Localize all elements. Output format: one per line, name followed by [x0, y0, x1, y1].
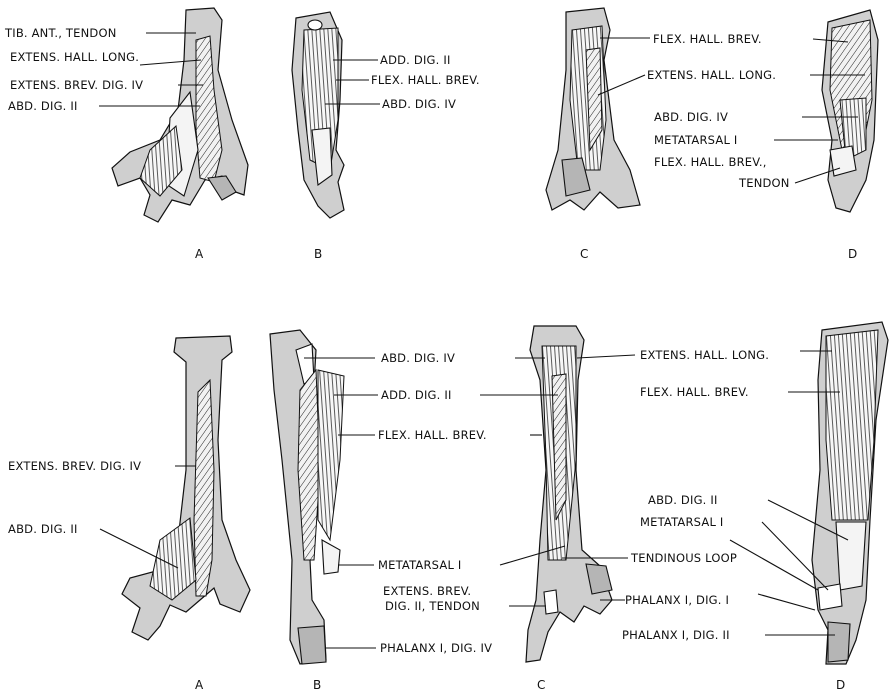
label-phalanx-i-dig-ii: PHALANX I, DIG. II [622, 628, 730, 642]
panel-label-top-a: A [195, 247, 204, 261]
label-extens-hall-long-c: EXTENS. HALL. LONG. [647, 68, 776, 82]
label-abd-dig-ii-bottom-d: ABD. DIG. II [648, 493, 718, 507]
label-add-dig-ii: ADD. DIG. II [380, 53, 451, 67]
label-add-dig-ii-bottom: ADD. DIG. II [381, 388, 452, 402]
bottom-b-foot-drawing [270, 330, 344, 664]
label-phalanx-i-dig-i: PHALANX I, DIG. I [625, 593, 729, 607]
label-extens-hall-long-bottom: EXTENS. HALL. LONG. [640, 348, 769, 362]
panel-label-bottom-c: C [537, 678, 545, 692]
label-metatarsal-i-bottom-d: METATARSAL I [640, 515, 724, 529]
label-abd-dig-iv-d: ABD. DIG. IV [654, 110, 728, 124]
label-extens-hall-long: EXTENS. HALL. LONG. [10, 50, 139, 64]
label-metatarsal-i-bottom: METATARSAL I [378, 558, 462, 572]
label-abd-dig-ii: ABD. DIG. II [8, 99, 78, 113]
panel-label-bottom-d: D [836, 678, 845, 692]
label-abd-dig-ii-bottom: ABD. DIG. II [8, 522, 78, 536]
label-flex-hall-brev-tendon-1: FLEX. HALL. BREV., [654, 155, 767, 169]
panel-label-top-b: B [314, 247, 322, 261]
label-tendinous-loop: TENDINOUS LOOP [630, 551, 737, 565]
label-flex-hall-brev-tendon-2: TENDON [738, 176, 790, 190]
top-b-foot-drawing [292, 12, 344, 218]
bottom-c-foot-drawing [526, 326, 612, 662]
label-extens-brev-2: DIG. II, TENDON [385, 599, 480, 613]
label-abd-dig-iv-bottom: ABD. DIG. IV [381, 351, 455, 365]
label-extens-brev-dig-iv-bottom: EXTENS. BREV. DIG. IV [8, 459, 141, 473]
top-a-foot-drawing [112, 8, 248, 222]
bottom-a-foot-drawing [122, 336, 250, 640]
label-flex-hall-brev-c: FLEX. HALL. BREV. [653, 32, 762, 46]
panel-label-top-c: C [580, 247, 588, 261]
label-flex-hall-brev: FLEX. HALL. BREV. [371, 73, 480, 87]
label-flex-hall-brev-bottom-d: FLEX. HALL. BREV. [640, 385, 749, 399]
label-extens-brev-1: EXTENS. BREV. [383, 584, 471, 598]
label-abd-dig-iv: ABD. DIG. IV [382, 97, 456, 111]
panel-label-top-d: D [848, 247, 857, 261]
bottom-d-foot-drawing [812, 322, 888, 664]
label-extens-brev-dig-iv: EXTENS. BREV. DIG. IV [10, 78, 143, 92]
panel-label-bottom-b: B [313, 678, 321, 692]
label-flex-hall-brev-bottom: FLEX. HALL. BREV. [378, 428, 487, 442]
label-tib-ant-tendon: TIB. ANT., TENDON [4, 26, 117, 40]
label-phalanx-i-dig-iv: PHALANX I, DIG. IV [380, 641, 492, 655]
label-metatarsal-i-d: METATARSAL I [654, 133, 738, 147]
panel-label-bottom-a: A [195, 678, 204, 692]
